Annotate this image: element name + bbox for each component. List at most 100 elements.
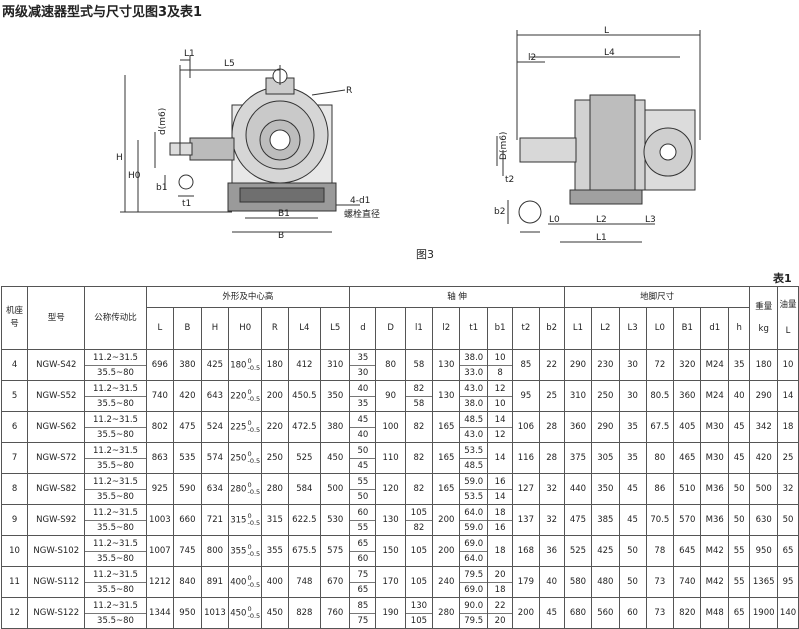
cell-l3: 50 <box>618 566 647 598</box>
cell-t1-part: 64.0 <box>464 553 484 564</box>
cell-h: 524 <box>200 411 230 443</box>
cell-ratio-part: 35.5~80 <box>97 553 134 564</box>
cell-l2: 290 <box>591 411 620 443</box>
cell-l0: 80 <box>645 442 675 474</box>
cell-l2: 200 <box>432 504 461 536</box>
col-header-t1: t1 <box>459 307 488 350</box>
cell-l2: 250 <box>591 380 620 412</box>
cell-b2: 40 <box>538 566 565 598</box>
cell-h: 50 <box>727 473 751 505</box>
cell-h: 45 <box>727 442 751 474</box>
label-t1: t1 <box>182 199 191 209</box>
cell-d-part: 50 <box>350 444 375 459</box>
cell-l3: 45 <box>618 504 647 536</box>
col-header-l1: L1 <box>563 307 593 350</box>
cell-model: NGW-S52 <box>27 380 86 412</box>
cell-l0: 67.5 <box>645 411 675 443</box>
col-header-l2: l2 <box>432 307 461 350</box>
cell-h: 45 <box>727 411 751 443</box>
cell-no: 4 <box>0 349 29 381</box>
cell-l5: 350 <box>320 380 351 412</box>
h0-tolerance: 0-0.5 <box>247 543 261 558</box>
cell-d: 130 <box>375 504 406 536</box>
cell-ratio-part: 11.2~31.5 <box>85 568 146 583</box>
cell-l0: 80.5 <box>645 380 675 412</box>
cell-b: 420 <box>173 380 202 412</box>
cell-no: 9 <box>0 504 29 536</box>
label-B: B <box>278 231 284 241</box>
cell-l2: 240 <box>432 566 461 598</box>
h0-tolerance: 0-0.5 <box>247 574 261 589</box>
cell-d-part: 35 <box>350 351 375 366</box>
cell-l0: 73 <box>645 566 675 598</box>
header-machine-no: 机座号 <box>0 286 29 350</box>
cell-l: 802 <box>145 411 175 443</box>
cell-l0: 86 <box>645 473 675 505</box>
cell-l: 925 <box>145 473 175 505</box>
cell-model: NGW-S92 <box>27 504 86 536</box>
cell-l1: 290 <box>563 349 593 381</box>
cell-h0: 1800-0.5 <box>228 349 263 381</box>
cell-ratio-part: 11.2~31.5 <box>85 506 146 521</box>
cell-l5: 530 <box>320 504 351 536</box>
cell-b: 535 <box>173 442 202 474</box>
col-header-d: D <box>375 307 406 350</box>
cell-h: 574 <box>200 442 230 474</box>
cell-oil: 18 <box>777 411 799 443</box>
cell-model: NGW-S72 <box>27 442 86 474</box>
cell-ratio-part: 11.2~31.5 <box>85 444 146 459</box>
cell-r: 220 <box>261 411 289 443</box>
cell-l4: 525 <box>287 442 322 474</box>
cell-t1-part: 53.5 <box>460 444 487 459</box>
cell-r: 400 <box>261 566 289 598</box>
cell-l2: 305 <box>591 442 620 474</box>
col-header-l0: L0 <box>645 307 675 350</box>
cell-l3: 30 <box>618 349 647 381</box>
label-H0: H0 <box>128 171 141 181</box>
cell-l1: 475 <box>563 504 593 536</box>
cell-l1: 82 <box>404 442 434 474</box>
header-model: 型号 <box>27 286 86 350</box>
cell-l5: 500 <box>320 473 351 505</box>
cell-r: 180 <box>261 349 289 381</box>
cell-h0: 3150-0.5 <box>228 504 263 536</box>
cell-h0: 4000-0.5 <box>228 566 263 598</box>
cell-l4: 450.5 <box>287 380 322 412</box>
cell-ratio-part: 11.2~31.5 <box>85 413 146 428</box>
cell-model: NGW-S122 <box>27 597 86 629</box>
cell-ratio-part: 35.5~80 <box>97 398 134 409</box>
cell-b1-part: 18 <box>494 584 506 595</box>
cell-d: 170 <box>375 566 406 598</box>
cell-no: 12 <box>0 597 29 629</box>
right-view <box>496 30 701 243</box>
cell-l3: 30 <box>618 380 647 412</box>
left-view <box>120 55 360 233</box>
cell-d1: M36 <box>700 473 729 505</box>
cell-t1-part: 69.0 <box>464 584 484 595</box>
cell-l5: 670 <box>320 566 351 598</box>
col-header-d1: d1 <box>700 307 729 350</box>
cell-l4: 748 <box>287 566 322 598</box>
cell-l0: 70.5 <box>645 504 675 536</box>
cell-t1-part: 43.0 <box>460 382 487 397</box>
cell-l5: 760 <box>320 597 351 629</box>
cell-l1: 105 <box>404 566 434 598</box>
cell-b1: 360 <box>673 380 702 412</box>
table-caption: 表1 <box>773 272 792 285</box>
cell-t2: 106 <box>512 411 540 443</box>
cell-d-part: 75 <box>357 615 369 626</box>
label-R: R <box>346 86 352 96</box>
cell-b1-part: 12 <box>488 382 512 397</box>
cell-b2: 32 <box>538 473 565 505</box>
cell-t2: 127 <box>512 473 540 505</box>
